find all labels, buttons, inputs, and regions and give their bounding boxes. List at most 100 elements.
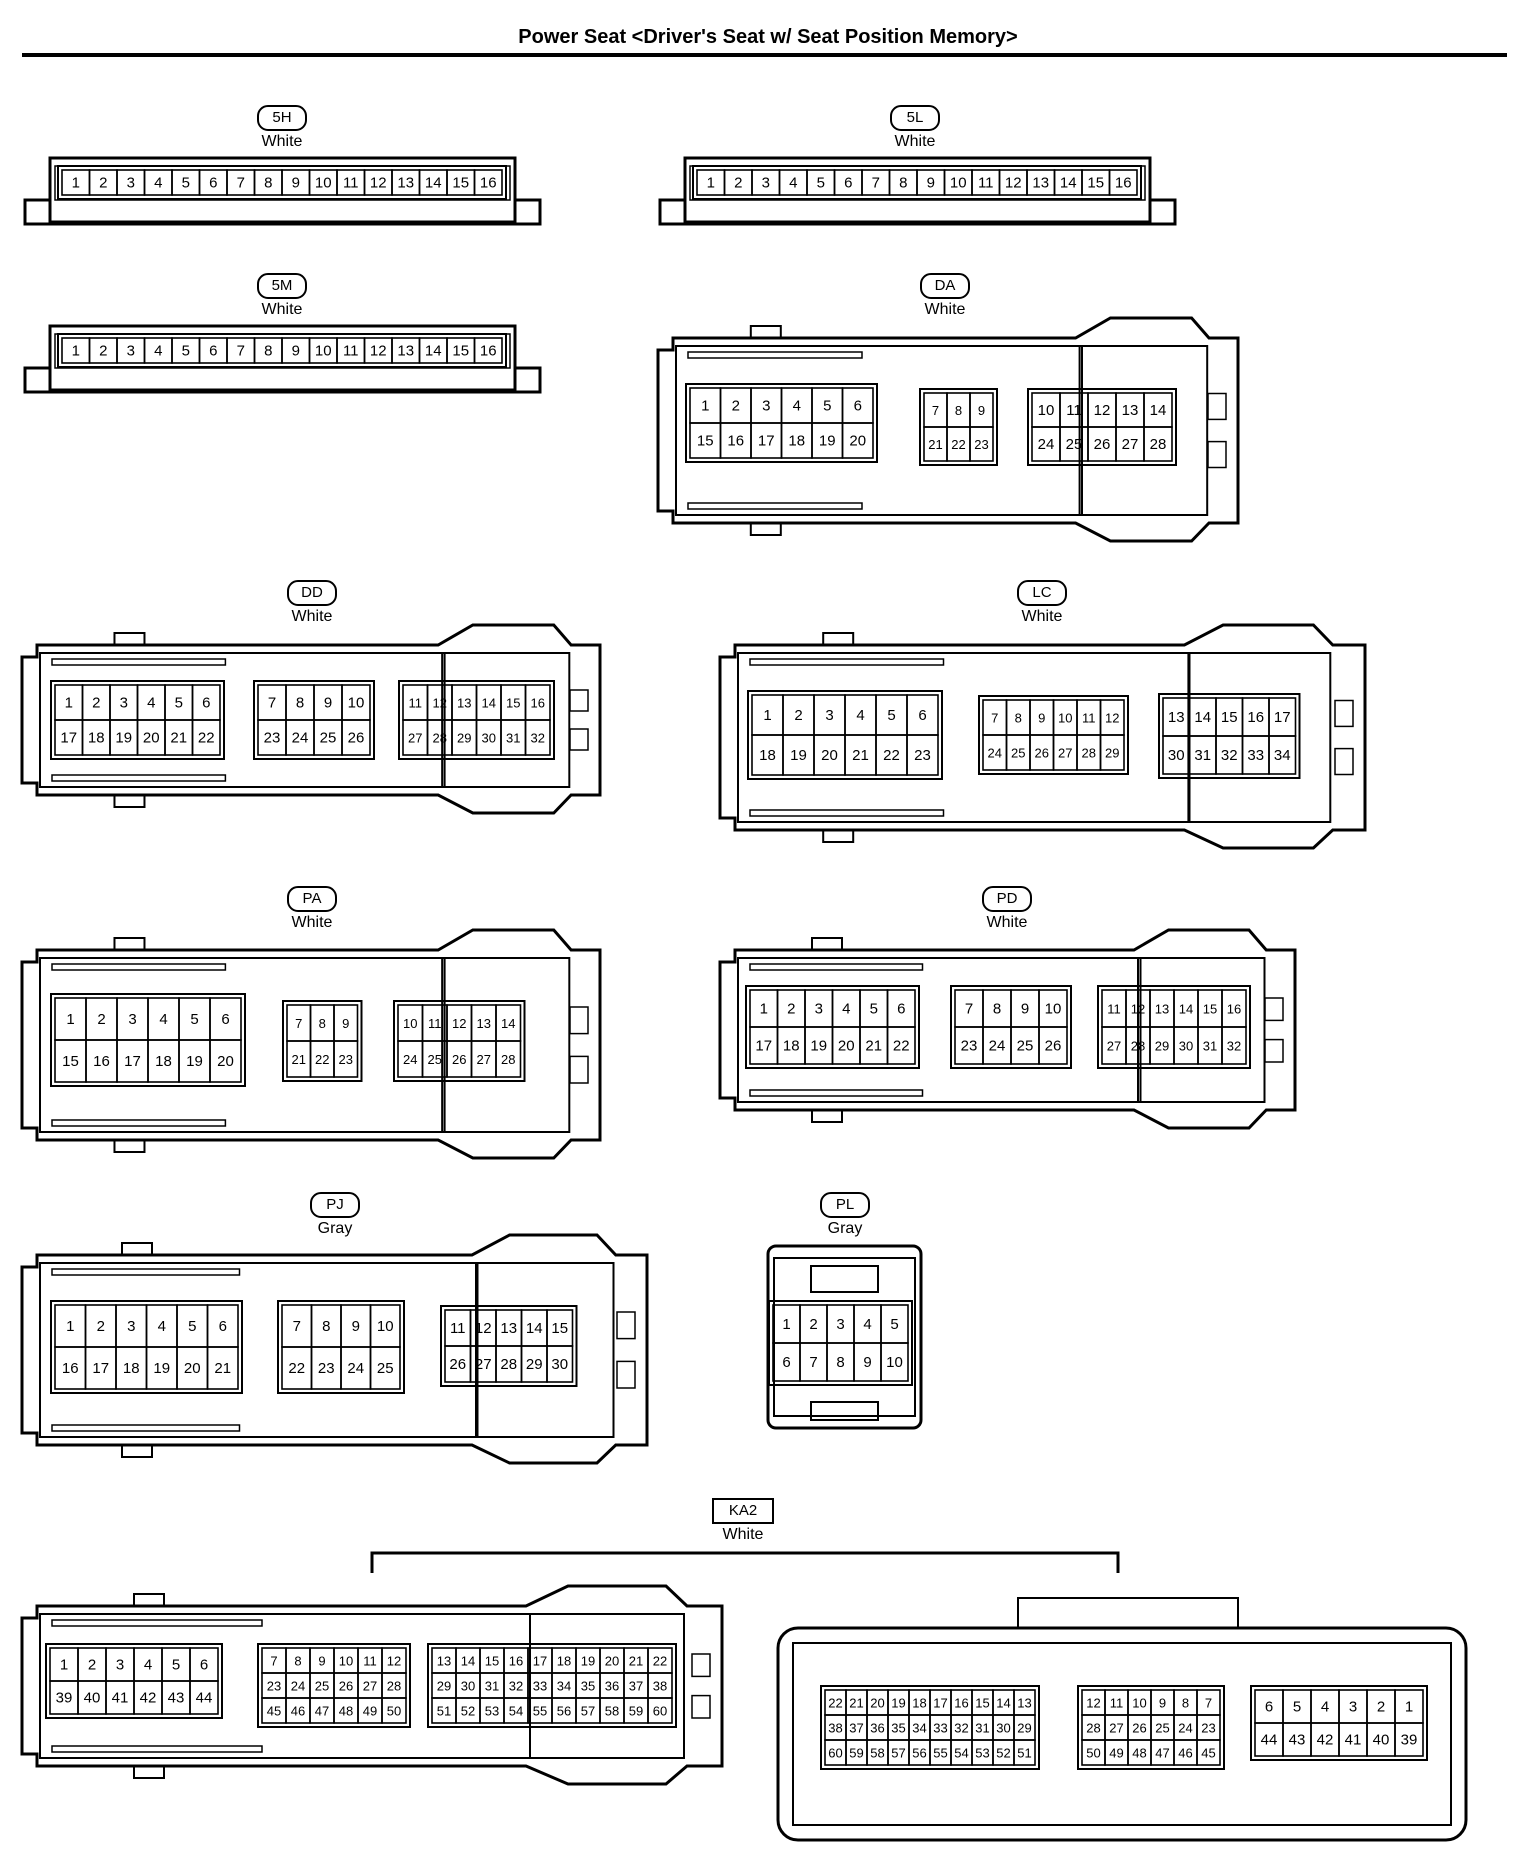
pin-number: 12 xyxy=(1131,1002,1145,1017)
pin-number: 33 xyxy=(1247,747,1264,764)
pin-number: 50 xyxy=(1086,1746,1100,1761)
pin-number: 2 xyxy=(794,707,802,724)
pin-number: 17 xyxy=(60,730,77,747)
pin-number: 43 xyxy=(168,1690,185,1707)
pin-number: 30 xyxy=(551,1356,568,1373)
pin-number: 21 xyxy=(170,730,187,747)
pin-number: 30 xyxy=(996,1721,1010,1736)
pin-number: 14 xyxy=(461,1654,475,1669)
pin-number: 1 xyxy=(701,398,709,415)
pin-number: 16 xyxy=(1247,709,1264,726)
pin-number: 4 xyxy=(842,1001,850,1018)
connector-dd-housing xyxy=(20,623,602,815)
pin-number: 9 xyxy=(978,403,985,418)
pin-number: 15 xyxy=(1203,1002,1217,1017)
pin-number: 17 xyxy=(758,433,775,450)
pin-number: 16 xyxy=(954,1696,968,1711)
pin-number: 24 xyxy=(988,746,1002,761)
pin-number: 31 xyxy=(506,731,520,746)
pin-number: 25 xyxy=(315,1679,329,1694)
pin-number: 13 xyxy=(1155,1002,1169,1017)
pin-number: 4 xyxy=(1321,1699,1329,1716)
pin-cell xyxy=(189,1680,219,1715)
pin-number: 15 xyxy=(485,1654,499,1669)
pin-number: 51 xyxy=(1017,1746,1031,1761)
pin-number: 6 xyxy=(200,1657,208,1674)
pin-number: 1 xyxy=(763,707,771,724)
pin-number: 2 xyxy=(1377,1699,1385,1716)
pin-number: 6 xyxy=(219,1318,227,1335)
pin-number: 26 xyxy=(339,1679,353,1694)
pin-number: 21 xyxy=(852,747,869,764)
pin-number: 1 xyxy=(60,1657,68,1674)
pin-number: 49 xyxy=(1109,1746,1123,1761)
connector-color: Gray xyxy=(827,1220,863,1237)
pin-number: 1 xyxy=(66,1011,74,1028)
pin-number: 2 xyxy=(734,175,742,192)
pin-number: 20 xyxy=(870,1696,884,1711)
pin-cell xyxy=(206,1346,239,1390)
pin-number: 20 xyxy=(184,1360,201,1377)
pin-number: 7 xyxy=(295,1016,302,1031)
connector-color: White xyxy=(261,133,303,150)
pin-number: 42 xyxy=(1317,1732,1334,1749)
pin-number: 22 xyxy=(883,747,900,764)
pin-number: 27 xyxy=(1122,436,1139,453)
pin-number: 55 xyxy=(933,1746,947,1761)
pin-number: 11 xyxy=(1110,1696,1124,1711)
pin-number: 3 xyxy=(127,175,135,192)
pin-number: 3 xyxy=(836,1316,844,1333)
pin-number: 9 xyxy=(1021,1001,1029,1018)
pin-number: 27 xyxy=(1107,1039,1121,1054)
pin-number: 23 xyxy=(961,1038,978,1055)
pin-number: 46 xyxy=(291,1704,305,1719)
pin-number: 34 xyxy=(912,1721,926,1736)
pin-number: 6 xyxy=(854,398,862,415)
pin-number: 4 xyxy=(158,1318,166,1335)
pin-number: 20 xyxy=(605,1654,619,1669)
pin-number: 2 xyxy=(787,1001,795,1018)
pin-number: 32 xyxy=(1227,1039,1241,1054)
pin-number: 18 xyxy=(88,730,105,747)
connector-color: White xyxy=(261,301,303,318)
pin-number: 24 xyxy=(292,730,309,747)
pin-number: 9 xyxy=(1159,1696,1166,1711)
pin-number: 36 xyxy=(870,1721,884,1736)
pin-number: 12 xyxy=(1086,1696,1100,1711)
pin-number: 7 xyxy=(1205,1696,1212,1711)
pin-number: 10 xyxy=(1045,1001,1062,1018)
pin-number: 29 xyxy=(1105,746,1119,761)
pin-number: 12 xyxy=(433,696,447,711)
pin-number: 48 xyxy=(339,1704,353,1719)
pin-number: 29 xyxy=(1017,1721,1031,1736)
pin-number: 19 xyxy=(581,1654,595,1669)
pin-number: 9 xyxy=(1038,711,1045,726)
pin-number: 3 xyxy=(762,175,770,192)
connector-color: White xyxy=(722,1526,764,1543)
pin-number: 37 xyxy=(849,1721,863,1736)
pin-number: 2 xyxy=(88,1657,96,1674)
pin-number: 7 xyxy=(872,175,880,192)
pin-number: 5 xyxy=(817,175,825,192)
pin-number: 24 xyxy=(347,1360,364,1377)
pin-number: 1 xyxy=(72,175,80,192)
pin-number: 10 xyxy=(950,175,967,192)
pin-number: 23 xyxy=(1201,1721,1215,1736)
pin-number: 27 xyxy=(1058,746,1072,761)
pin-number: 30 xyxy=(1168,747,1185,764)
pin-number: 3 xyxy=(825,707,833,724)
pin-number: 22 xyxy=(198,730,215,747)
connector-id: 5L xyxy=(890,105,940,131)
pin-number: 21 xyxy=(292,1052,306,1067)
pin-number: 20 xyxy=(143,730,160,747)
